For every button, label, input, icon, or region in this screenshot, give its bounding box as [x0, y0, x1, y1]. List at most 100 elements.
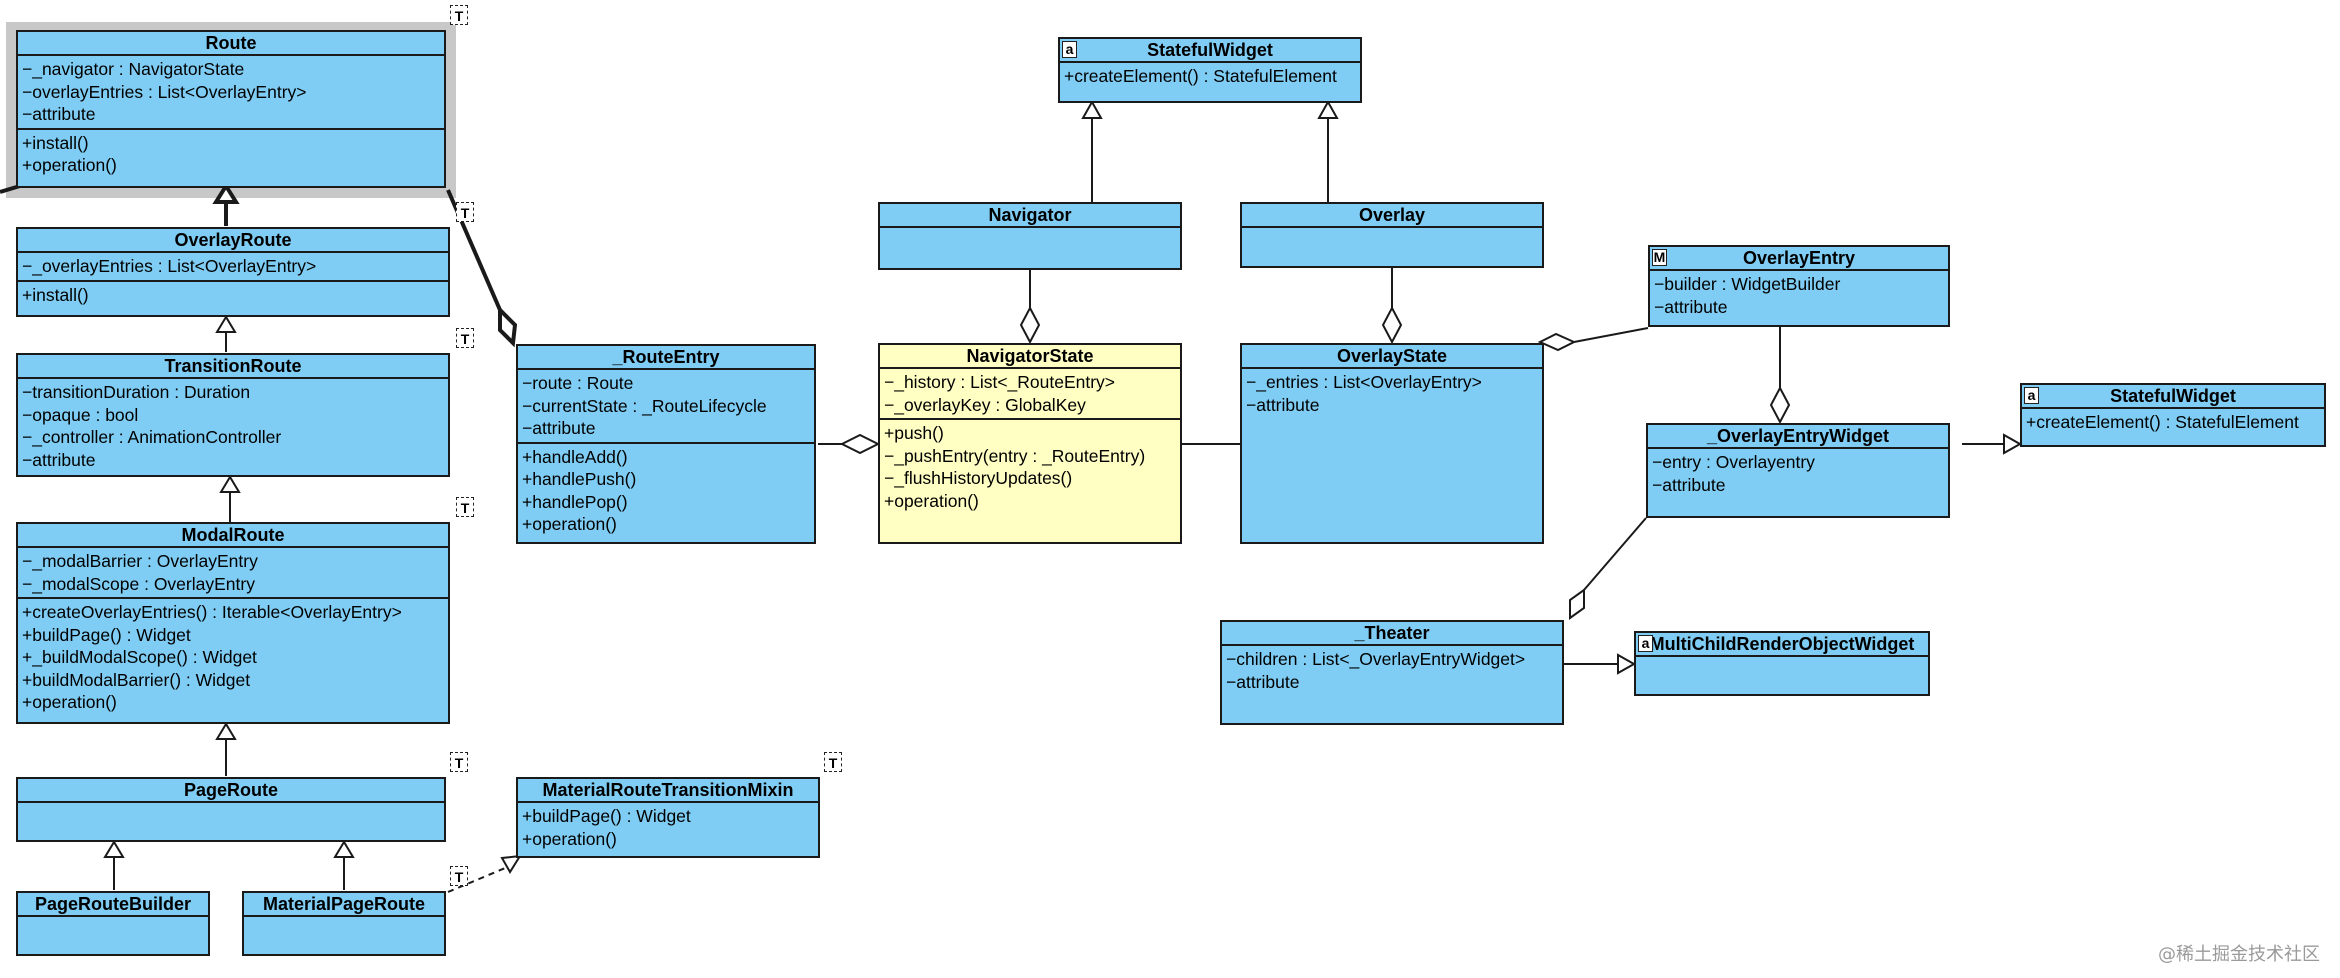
class-name: StatefulWidget: [2022, 385, 2324, 409]
stereotype-icon: a: [2024, 387, 2039, 404]
class-overlay[interactable]: Overlay: [1240, 202, 1544, 268]
operation-line: +handlePush(): [522, 469, 637, 489]
operation-line: +buildModalBarrier() : Widget: [22, 669, 251, 690]
diamond-navigatorstate: [1019, 305, 1041, 345]
class-overlayroute[interactable]: OverlayRoute T −_overlayEntries : List<Ov…: [16, 202, 474, 317]
attribute-line: −_navigator : NavigatorState: [22, 59, 245, 79]
class-overlaystate[interactable]: OverlayState−_entries : List<OverlayEntr…: [1240, 343, 1544, 544]
attribute-line: −_modalScope : OverlayEntry: [22, 573, 255, 594]
operations-section: +push()−_pushEntry(entry : _RouteEntry)−…: [880, 420, 1180, 514]
class-pageroute[interactable]: PageRoute T: [16, 752, 468, 842]
attribute-line: +createElement() : StatefulElement: [1064, 66, 1337, 86]
attribute-line: −entry : Overlayentry: [1652, 452, 1815, 472]
attribute-line: −attribute: [1246, 394, 1320, 415]
attributes-section: −_history : List<_RouteEntry>−_overlayKe…: [880, 369, 1180, 420]
attributes-section: +createElement() : StatefulElement: [1060, 63, 1360, 90]
class-name: PageRoute: [18, 779, 444, 803]
rel-materialpageroute-mixin: [447, 865, 511, 893]
attribute-line: −_history : List<_RouteEntry>: [884, 372, 1116, 392]
template-badge: T: [824, 752, 842, 772]
stereotype-icon: a: [1062, 41, 1077, 58]
arrowhead-mixin: [500, 854, 522, 874]
attributes-section: +createElement() : StatefulElement: [2022, 409, 2324, 436]
arrowhead-route: [212, 182, 240, 204]
class-name: OverlayEntry: [1650, 247, 1948, 271]
class-materialpageroute[interactable]: MaterialPageRoute T: [242, 866, 468, 956]
class-overlayentrywidget[interactable]: _OverlayEntryWidget−entry : Overlayentry…: [1646, 423, 1950, 518]
operation-line: +handlePop(): [522, 491, 628, 512]
attributes-section: −transitionDuration : Duration−opaque : …: [18, 379, 448, 473]
diamond-routeentry: [839, 433, 881, 455]
class-routeentry[interactable]: _RouteEntry−route : Route−currentState :…: [516, 344, 816, 544]
attribute-line: −_modalBarrier : OverlayEntry: [22, 551, 258, 571]
operation-line: +install(): [22, 132, 89, 153]
template-badge: T: [456, 328, 474, 348]
attribute-line: −overlayEntries : List<OverlayEntry>: [22, 81, 307, 102]
operation-line: +operation(): [22, 155, 117, 175]
arrowhead-statefulwidget-1: [1081, 99, 1103, 119]
class-name: MaterialPageRoute: [244, 893, 444, 917]
class-name: MultiChildRenderObjectWidget: [1636, 633, 1928, 657]
class-name: OverlayState: [1242, 345, 1542, 369]
template-badge: T: [450, 752, 468, 772]
template-badge: T: [450, 5, 468, 25]
attributes-section: −_entries : List<OverlayEntry>−attribute: [1242, 369, 1542, 418]
class-pageroutebuilder[interactable]: PageRouteBuilder: [16, 891, 210, 956]
attribute-line: −_overlayEntries : List<OverlayEntry>: [22, 256, 317, 276]
arrowhead-multichild: [1617, 653, 1637, 675]
class-name: PageRouteBuilder: [18, 893, 208, 917]
attributes-section: −children : List<_OverlayEntryWidget>−at…: [1222, 646, 1562, 695]
operation-line: +_buildModalScope() : Widget: [22, 647, 257, 667]
arrowhead-pageroute-1: [103, 840, 125, 858]
operation-line: +operation(): [522, 514, 617, 534]
class-theater[interactable]: _Theater−children : List<_OverlayEntryWi…: [1220, 620, 1564, 725]
attributes-section: −entry : Overlayentry−attribute: [1648, 449, 1948, 498]
class-name: ModalRoute: [18, 524, 448, 548]
attribute-line: −currentState : _RouteLifecycle: [522, 395, 767, 416]
arrowhead-statefulwidget-3: [2003, 433, 2023, 455]
class-name: _OverlayEntryWidget: [1648, 425, 1948, 449]
attribute-line: −attribute: [522, 418, 596, 438]
class-name: TransitionRoute: [18, 355, 448, 379]
class-navigator[interactable]: Navigator: [878, 202, 1182, 270]
attribute-line: −attribute: [22, 449, 96, 470]
class-navigatorstate[interactable]: NavigatorState−_history : List<_RouteEnt…: [878, 343, 1182, 544]
attribute-line: −builder : WidgetBuilder: [1654, 274, 1841, 294]
template-badge: T: [450, 866, 468, 886]
attribute-line: −attribute: [1652, 474, 1726, 495]
operation-line: +createOverlayEntries() : Iterable<Overl…: [22, 602, 402, 622]
class-name: _Theater: [1222, 622, 1562, 646]
attributes-section: −builder : WidgetBuilder−attribute: [1650, 271, 1948, 320]
attributes-section: +buildPage() : Widget+operation(): [518, 803, 818, 852]
attribute-line: +createElement() : StatefulElement: [2026, 412, 2299, 432]
operation-line: +handleAdd(): [522, 446, 628, 467]
class-name: StatefulWidget: [1060, 39, 1360, 63]
class-name: Route: [18, 32, 444, 56]
attribute-line: +buildPage() : Widget: [522, 806, 691, 826]
class-transitionroute[interactable]: TransitionRoute T −transitionDuration : D…: [16, 328, 474, 477]
operation-line: −_flushHistoryUpdates(): [884, 468, 1073, 488]
attributes-section: −_overlayEntries : List<OverlayEntry>: [18, 253, 448, 282]
diamond-routeentry-route: [498, 305, 518, 348]
template-badge: T: [456, 202, 474, 222]
arrowhead-pageroute-2: [333, 840, 355, 858]
operation-line: +operation(): [884, 490, 979, 511]
class-name: OverlayRoute: [18, 229, 448, 253]
stereotype-icon: M: [1652, 249, 1667, 266]
arrowhead-statefulwidget-2: [1317, 99, 1339, 119]
arrowhead-overlayroute: [215, 315, 237, 333]
diamond-overlayentrywidget: [1769, 385, 1791, 425]
operation-line: +push(): [884, 423, 944, 443]
class-route[interactable]: Route T −_navigator : NavigatorState−over…: [16, 5, 468, 188]
class-name: Overlay: [1242, 204, 1542, 228]
attributes-section: −_modalBarrier : OverlayEntry−_modalScop…: [18, 548, 448, 599]
operation-line: +install(): [22, 284, 89, 305]
